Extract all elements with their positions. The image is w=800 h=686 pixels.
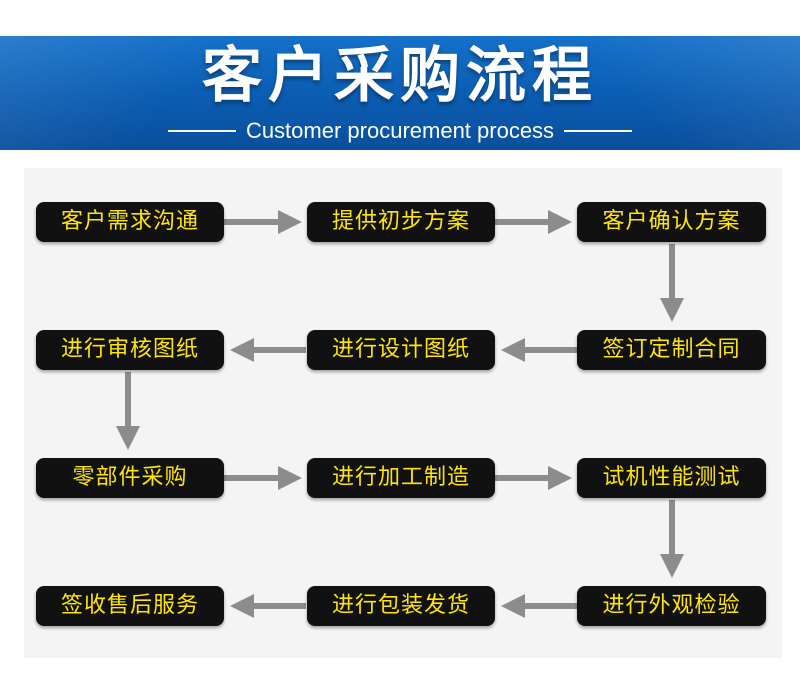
step-preliminary-plan: 提供初步方案 xyxy=(307,202,495,242)
step-design-drawings: 进行设计图纸 xyxy=(307,330,495,370)
page-title: 客户采购流程 xyxy=(202,41,598,111)
step-customer-needs: 客户需求沟通 xyxy=(36,202,224,242)
subtitle-rule-left xyxy=(167,130,236,132)
step-parts-purchase: 零部件采购 xyxy=(36,458,224,498)
subtitle-rule-right xyxy=(564,130,633,132)
step-after-sales: 签收售后服务 xyxy=(36,586,224,626)
header-banner: 客户采购流程 Customer procurement process xyxy=(0,36,800,150)
page-subtitle: Customer procurement process xyxy=(245,118,555,143)
step-packing-shipping: 进行包装发货 xyxy=(307,586,495,626)
step-manufacturing: 进行加工制造 xyxy=(307,458,495,498)
flow-panel xyxy=(24,168,782,658)
step-visual-inspection: 进行外观检验 xyxy=(577,586,766,626)
step-sign-contract: 签订定制合同 xyxy=(577,330,766,370)
step-performance-test: 试机性能测试 xyxy=(577,458,766,498)
subtitle-row: Customer procurement process xyxy=(0,116,800,146)
step-review-drawings: 进行审核图纸 xyxy=(36,330,224,370)
step-customer-confirm: 客户确认方案 xyxy=(577,202,766,242)
